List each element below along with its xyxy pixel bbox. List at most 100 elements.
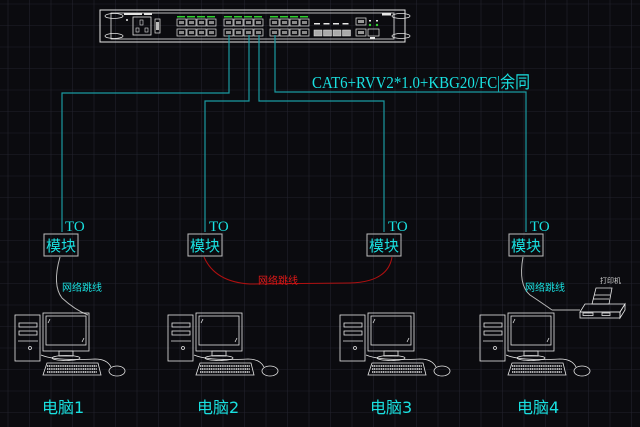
switch-label-strip bbox=[124, 13, 142, 15]
computers: 电脑1 电脑2 电脑3 电脑4 bbox=[14, 312, 591, 417]
computer-label: 电脑2 bbox=[197, 398, 239, 417]
rj45-port-icon bbox=[206, 28, 217, 37]
to-label: TO bbox=[209, 219, 229, 235]
rj45-port-banks bbox=[176, 16, 310, 37]
printer-label: 打印机 bbox=[600, 276, 621, 285]
module-label: 模块 bbox=[46, 237, 76, 255]
computer-2: 电脑2 bbox=[167, 312, 279, 417]
switch-front-panel bbox=[110, 12, 395, 40]
sfp-slot-icon bbox=[323, 29, 332, 37]
rj45-port-icon bbox=[269, 18, 280, 27]
outlet-module-box bbox=[43, 233, 79, 257]
rj45-port-icon bbox=[196, 28, 207, 37]
outlet-module-box bbox=[508, 233, 544, 257]
console-port-icon bbox=[355, 17, 367, 37]
port-led-icon bbox=[254, 16, 262, 18]
port-led-icon bbox=[290, 16, 298, 18]
rj45-port-icon bbox=[243, 18, 254, 27]
rj45-port-jack bbox=[246, 21, 251, 24]
rj45-port-icon bbox=[176, 28, 187, 37]
port-led-icon bbox=[234, 16, 242, 18]
power-socket-icon bbox=[132, 16, 152, 36]
patch-cord-1 bbox=[56, 256, 89, 316]
rj45-port-jack bbox=[302, 31, 307, 34]
switch-label-strip bbox=[382, 13, 391, 16]
module-label: 模块 bbox=[511, 237, 541, 255]
outlet-1: TO 模块 bbox=[43, 219, 85, 257]
cable-to-outlet-1 bbox=[61, 35, 230, 232]
port-led-icon bbox=[244, 16, 252, 18]
rack-ear-left bbox=[104, 13, 124, 39]
rj45-port-jack bbox=[179, 21, 184, 24]
rj45-port-icon bbox=[223, 18, 234, 27]
cable-to-outlet-3 bbox=[258, 35, 385, 232]
rj45-port-icon bbox=[233, 28, 244, 37]
rj45-port-jack bbox=[272, 21, 277, 24]
rj45-port-icon bbox=[206, 18, 217, 27]
rj45-port-icon bbox=[196, 18, 207, 27]
rj45-port-jack bbox=[199, 31, 204, 34]
computer-label: 电脑1 bbox=[42, 398, 84, 417]
rj45-port-jack bbox=[209, 21, 214, 24]
rj45-port-jack bbox=[189, 21, 194, 24]
port-led-icon bbox=[224, 16, 232, 18]
rj45-port-jack bbox=[302, 21, 307, 24]
rj45-port-icon bbox=[176, 18, 187, 27]
cable-to-outlet-4 bbox=[274, 35, 527, 232]
rj45-port-icon bbox=[186, 18, 197, 27]
to-label: TO bbox=[65, 219, 85, 235]
outlet-module-box bbox=[366, 233, 402, 257]
computer-icon bbox=[14, 312, 126, 377]
port-led-icon bbox=[300, 16, 308, 18]
rj45-port-jack bbox=[209, 31, 214, 34]
rack-ear-right bbox=[391, 13, 411, 39]
rj45-port-icon bbox=[299, 28, 310, 37]
to-label: TO bbox=[530, 219, 550, 235]
rj45-port-jack bbox=[282, 31, 287, 34]
rj45-port-jack bbox=[189, 31, 194, 34]
outlet-4: TO 模块 bbox=[508, 219, 550, 257]
rj45-port-jack bbox=[292, 21, 297, 24]
sfp-label bbox=[323, 23, 330, 25]
computer-1: 电脑1 bbox=[14, 312, 126, 417]
outlet-2: TO 模块 bbox=[187, 219, 229, 257]
to-label: TO bbox=[388, 219, 408, 235]
switch-chassis bbox=[99, 9, 406, 43]
computer-3: 电脑3 bbox=[339, 312, 451, 417]
patch-cord-4 bbox=[521, 256, 553, 311]
rj45-port-jack bbox=[292, 31, 297, 34]
rj45-port-icon bbox=[186, 28, 197, 37]
sfp-label bbox=[342, 23, 349, 25]
patch-cord-label: 网络跳线 bbox=[525, 281, 565, 294]
sfp-slots bbox=[313, 23, 351, 37]
rj45-port-jack bbox=[236, 21, 241, 24]
port-led-icon bbox=[207, 16, 215, 18]
patch-cord-2 bbox=[203, 256, 393, 285]
computer-icon bbox=[479, 312, 591, 377]
sfp-slot-icon bbox=[313, 29, 323, 37]
cable-to-outlet-2 bbox=[204, 35, 250, 232]
sfp-slot-icon bbox=[332, 29, 342, 37]
switch-label-strip bbox=[144, 13, 152, 15]
computer-icon bbox=[339, 312, 451, 377]
computer-4: 电脑4 bbox=[479, 312, 591, 417]
module-label: 模块 bbox=[190, 237, 220, 255]
rj45-port-icon bbox=[289, 28, 300, 37]
rj45-port-jack bbox=[256, 31, 261, 34]
rj45-port-icon bbox=[289, 18, 300, 27]
rj45-port-jack bbox=[226, 31, 231, 34]
computer-icon bbox=[167, 312, 279, 377]
rj45-port-jack bbox=[179, 31, 184, 34]
port-led-icon bbox=[280, 16, 288, 18]
sfp-label bbox=[333, 23, 339, 25]
computer-label: 电脑4 bbox=[517, 398, 559, 417]
mgmt-port-icon bbox=[367, 20, 380, 39]
port-led-icon bbox=[177, 16, 185, 18]
sfp-slot-icon bbox=[342, 29, 351, 37]
printer: 打印机 bbox=[579, 276, 626, 320]
horizontal-cables bbox=[61, 35, 527, 232]
